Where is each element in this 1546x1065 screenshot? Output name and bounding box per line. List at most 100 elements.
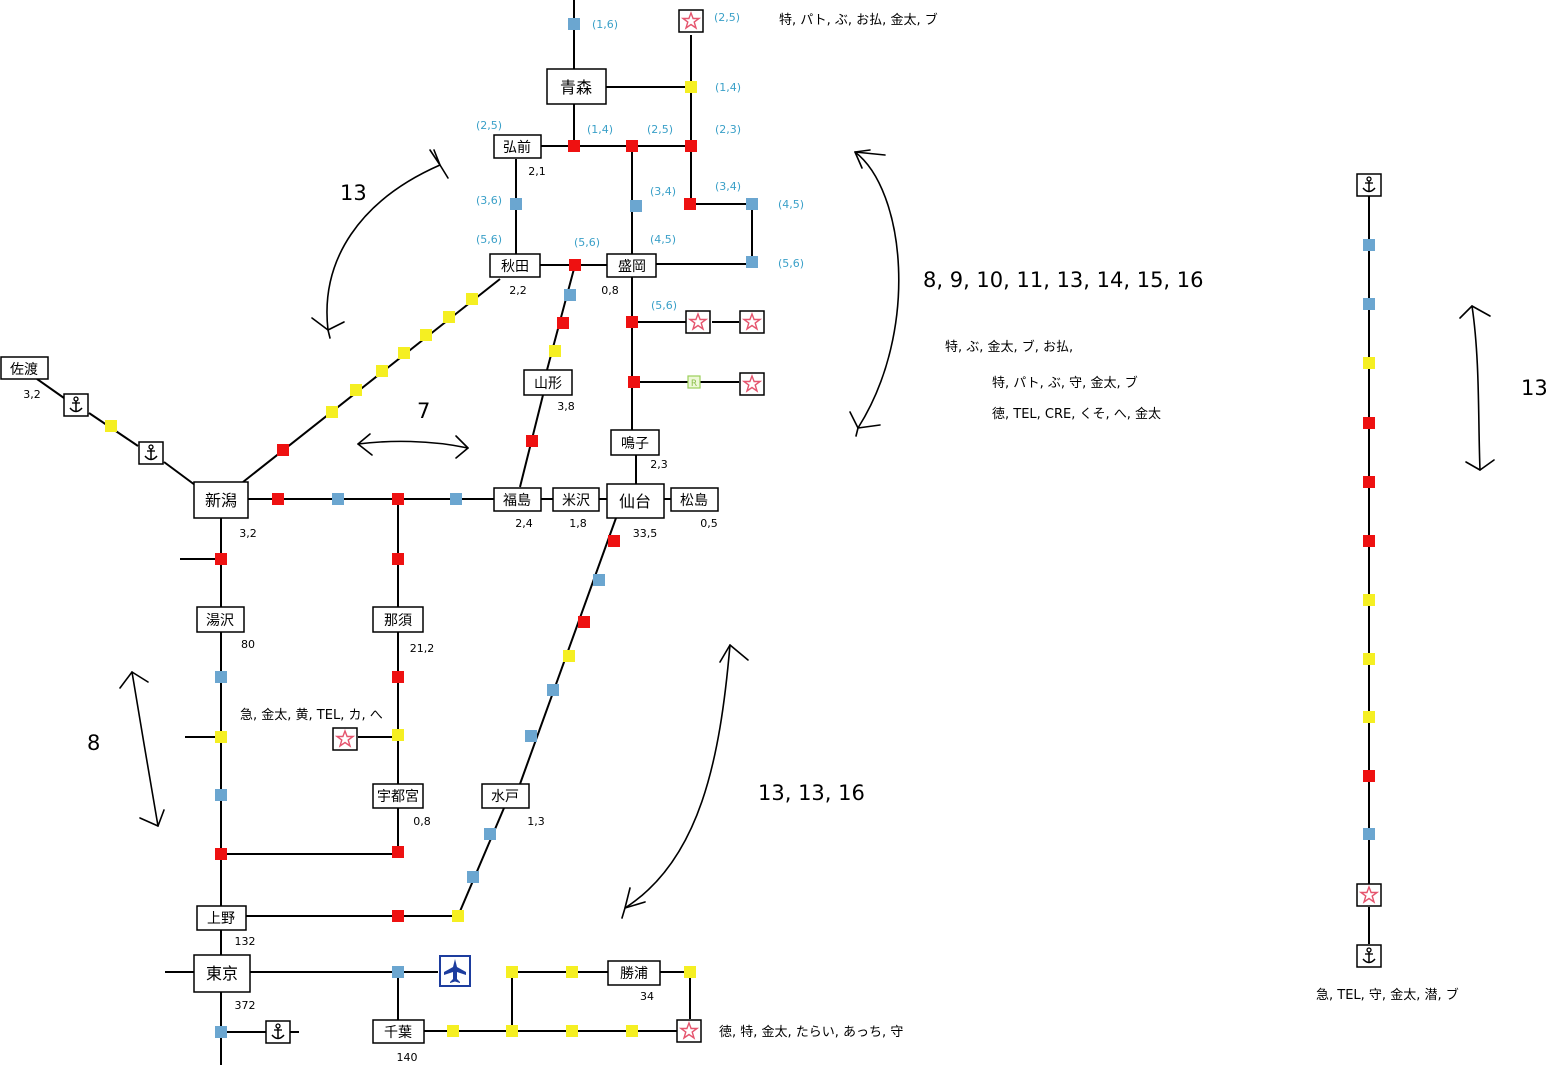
station-ueno[interactable]: 上野 132 <box>196 905 256 948</box>
space-blue[interactable] <box>392 966 404 978</box>
space-blue[interactable] <box>746 256 758 268</box>
space-red[interactable] <box>685 140 697 152</box>
space-blue[interactable] <box>568 18 580 30</box>
star-icon[interactable] <box>685 310 711 334</box>
space-yellow[interactable] <box>1363 594 1375 606</box>
station-yamagata[interactable]: 山形 3,8 <box>523 369 575 413</box>
star-icon[interactable] <box>739 310 765 334</box>
station-katsuura[interactable]: 勝浦 34 <box>607 960 661 1003</box>
space-blue[interactable] <box>215 671 227 683</box>
station-mito[interactable]: 水戸 1,3 <box>481 783 545 828</box>
space-blue[interactable] <box>525 730 537 742</box>
space-yellow[interactable] <box>466 293 478 305</box>
space-red[interactable] <box>392 671 404 683</box>
space-blue[interactable] <box>564 289 576 301</box>
space-blue[interactable] <box>746 198 758 210</box>
station-hirosaki[interactable]: 弘前 2,1 <box>493 134 546 178</box>
space-yellow[interactable] <box>376 365 388 377</box>
space-yellow[interactable] <box>350 384 362 396</box>
space-red[interactable] <box>568 140 580 152</box>
space-red[interactable] <box>1363 417 1375 429</box>
space-red[interactable] <box>215 848 227 860</box>
anchor-icon[interactable] <box>1356 944 1382 968</box>
space-red[interactable] <box>569 259 581 271</box>
space-blue[interactable] <box>484 828 496 840</box>
space-yellow[interactable] <box>566 1025 578 1037</box>
space-red[interactable] <box>628 376 640 388</box>
space-yellow[interactable] <box>420 329 432 341</box>
space-yellow[interactable] <box>685 81 697 93</box>
space-red[interactable] <box>557 317 569 329</box>
space-yellow[interactable] <box>563 650 575 662</box>
station-sendai[interactable]: 仙台 33,5 <box>606 483 665 540</box>
station-nasu[interactable]: 那須 21,2 <box>372 606 434 655</box>
space-blue[interactable] <box>630 200 642 212</box>
star-icon[interactable] <box>1356 883 1382 907</box>
space-blue[interactable] <box>1363 239 1375 251</box>
space-yellow[interactable] <box>326 406 338 418</box>
anchor-icon[interactable] <box>1356 173 1382 197</box>
station-yonezawa[interactable]: 米沢 1,8 <box>552 487 600 530</box>
space-red[interactable] <box>392 846 404 858</box>
station-matsushima[interactable]: 松島 0,5 <box>670 487 719 530</box>
anchor-icon[interactable] <box>265 1020 291 1044</box>
space-yellow[interactable] <box>105 420 117 432</box>
star-icon[interactable] <box>678 9 704 33</box>
space-blue[interactable] <box>547 684 559 696</box>
space-yellow[interactable] <box>1363 711 1375 723</box>
space-yellow[interactable] <box>506 966 518 978</box>
space-blue[interactable] <box>467 871 479 883</box>
space-red[interactable] <box>608 535 620 547</box>
space-red[interactable] <box>1363 476 1375 488</box>
space-yellow[interactable] <box>1363 653 1375 665</box>
space-red[interactable] <box>392 910 404 922</box>
space-red[interactable] <box>578 616 590 628</box>
space-yellow[interactable] <box>215 731 227 743</box>
space-red[interactable] <box>626 140 638 152</box>
space-yellow[interactable] <box>626 1025 638 1037</box>
space-yellow[interactable] <box>398 347 410 359</box>
space-yellow[interactable] <box>392 729 404 741</box>
station-fukushima[interactable]: 福島 2,4 <box>493 487 542 530</box>
space-blue[interactable] <box>593 574 605 586</box>
space-red[interactable] <box>272 493 284 505</box>
star-icon[interactable] <box>676 1019 702 1043</box>
space-red[interactable] <box>392 493 404 505</box>
r-icon[interactable]: R <box>687 375 701 389</box>
space-yellow[interactable] <box>549 345 561 357</box>
space-yellow[interactable] <box>447 1025 459 1037</box>
station-naruko[interactable]: 鳴子 2,3 <box>610 429 668 471</box>
space-yellow[interactable] <box>684 966 696 978</box>
star-icon[interactable] <box>332 727 358 751</box>
space-red[interactable] <box>215 553 227 565</box>
space-blue[interactable] <box>450 493 462 505</box>
space-red[interactable] <box>1363 770 1375 782</box>
airplane-icon[interactable] <box>439 955 471 987</box>
anchor-icon[interactable] <box>138 441 164 465</box>
station-chiba[interactable]: 千葉 140 <box>372 1019 425 1064</box>
space-red[interactable] <box>1363 535 1375 547</box>
station-aomori[interactable]: 青森 <box>546 68 607 105</box>
space-yellow[interactable] <box>452 910 464 922</box>
station-akita[interactable]: 秋田 2,2 <box>489 253 541 297</box>
anchor-icon[interactable] <box>63 393 89 417</box>
space-red[interactable] <box>684 198 696 210</box>
space-blue[interactable] <box>332 493 344 505</box>
space-red[interactable] <box>626 316 638 328</box>
station-utsunomiya[interactable]: 宇都宮 0,8 <box>372 783 431 828</box>
station-niigata[interactable]: 新潟 3,2 <box>193 481 257 540</box>
space-blue[interactable] <box>510 198 522 210</box>
station-tokyo[interactable]: 東京 372 <box>193 954 256 1012</box>
station-morioka[interactable]: 盛岡 0,8 <box>601 253 657 297</box>
space-red[interactable] <box>277 444 289 456</box>
space-yellow[interactable] <box>1363 357 1375 369</box>
space-blue[interactable] <box>1363 828 1375 840</box>
space-red[interactable] <box>392 553 404 565</box>
space-blue[interactable] <box>1363 298 1375 310</box>
star-icon[interactable] <box>739 372 765 396</box>
station-yuzawa[interactable]: 湯沢 80 <box>196 606 255 651</box>
station-sado[interactable]: 佐渡 3,2 <box>0 356 49 401</box>
space-yellow[interactable] <box>566 966 578 978</box>
space-yellow[interactable] <box>506 1025 518 1037</box>
space-red[interactable] <box>526 435 538 447</box>
